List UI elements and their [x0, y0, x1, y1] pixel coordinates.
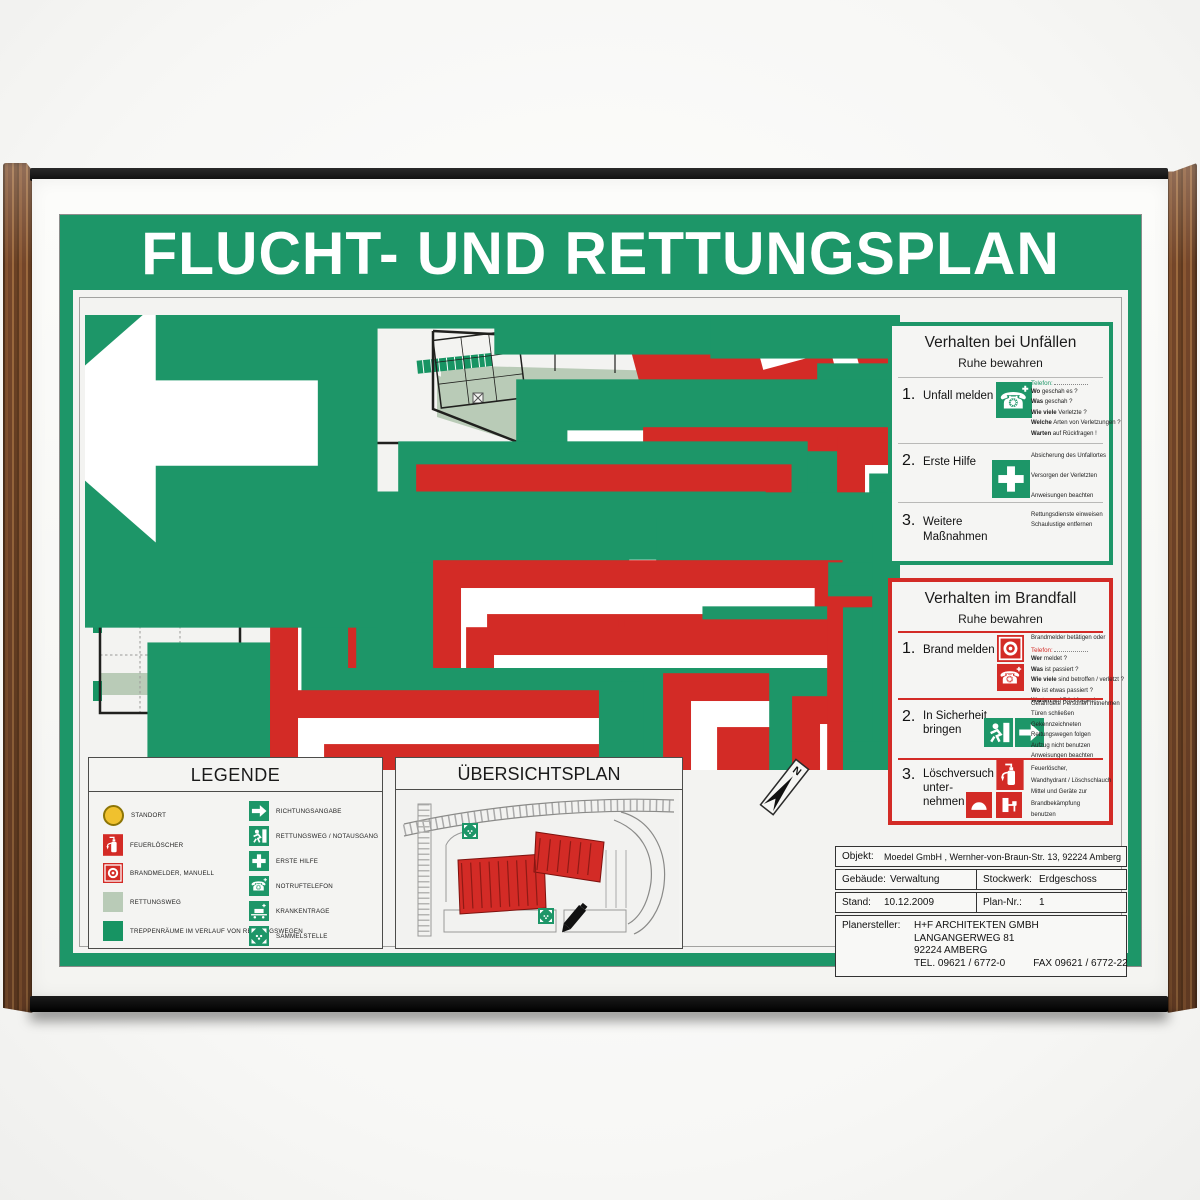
- stairwell-swatch: [103, 921, 123, 941]
- accident-box-subtitle: Ruhe bewahren: [958, 356, 1043, 370]
- info-row-objekt: Objekt: Moedel GmbH , Wernher-von-Braun-…: [835, 846, 1127, 867]
- escape-route-swatch: [103, 892, 123, 912]
- direction-arrow-icon: [249, 801, 269, 821]
- extinguisher-icon: [996, 760, 1024, 790]
- overview-plan-box: ÜBERSICHTSPLAN: [395, 757, 683, 949]
- info-row-gebaeude: Gebäude: Verwaltung Stockwerk: Erdgescho…: [835, 869, 1127, 890]
- first-aid-icon: [249, 851, 269, 871]
- info-row-stand: Stand: 10.12.2009 Plan-Nr.: 1: [835, 892, 1127, 913]
- info-row-planersteller: Planersteller: H+F ARCHITEKTEN GMBH LANG…: [835, 915, 1128, 977]
- emergency-phone-icon: [249, 876, 269, 896]
- accident-box-title: Verhalten bei Unfällen: [924, 334, 1077, 351]
- accident-behavior-box: Verhalten bei Unfällen Ruhe bewahren 1. …: [888, 322, 1121, 565]
- hydrant-icon: [996, 792, 1022, 818]
- emergency-phone-icon: [996, 382, 1032, 418]
- legend-item: SAMMELSTELLE: [249, 926, 328, 946]
- exit-man-icon: [249, 826, 269, 846]
- fire-phone-icon: [997, 664, 1024, 691]
- legend-item: KRANKENTRAGE: [249, 901, 330, 921]
- extinguisher-icon: [103, 834, 123, 856]
- site-map: [396, 790, 679, 945]
- fire-box-title: Verhalten im Brandfall: [924, 590, 1077, 607]
- overview-title: ÜBERSICHTSPLAN: [396, 758, 682, 790]
- standort-icon: [103, 805, 124, 826]
- first-aid-icon: [992, 460, 1030, 498]
- legend-item: TREPPENRÄUME IM VERLAUF VON RETTUNGSWEGE…: [103, 921, 303, 941]
- assembly-point-icon: [249, 926, 269, 946]
- fire-alarm-icon: [997, 635, 1024, 662]
- fire-alarm-icon: [103, 863, 123, 883]
- legend-title: LEGENDE: [89, 758, 382, 792]
- legend-item: NOTRUFTELEFON: [249, 876, 333, 896]
- frame-bottom-rail: [30, 996, 1168, 1012]
- legend-item: BRANDMELDER, MANUELL: [103, 863, 214, 883]
- plan-title: FLUCHT- UND RETTUNGSPLAN: [141, 220, 1060, 287]
- north-arrow: N: [759, 758, 810, 816]
- legend-item: RETTUNGSWEG / NOTAUSGANG: [249, 826, 378, 846]
- legend-box: LEGENDE STANDORT FEUERLÖSCHER BRANDMELDE…: [88, 757, 383, 949]
- wood-rail-right: [1167, 163, 1197, 1013]
- info-table: Objekt: Moedel GmbH , Wernher-von-Braun-…: [835, 846, 1128, 979]
- pen-symbol: [561, 902, 588, 933]
- exit-man-icon: [984, 718, 1013, 747]
- legend-item: RICHTUNGSANGABE: [249, 801, 342, 821]
- fire-behavior-box: Verhalten im Brandfall Ruhe bewahren 1. …: [888, 578, 1124, 825]
- stretcher-icon: [249, 901, 269, 921]
- frame-top-rail: [30, 168, 1168, 181]
- fire-blanket-icon: [966, 792, 992, 818]
- legend-item: ERSTE HILFE: [249, 851, 318, 871]
- fire-box-subtitle: Ruhe bewahren: [958, 612, 1043, 626]
- wood-rail-left: [3, 163, 33, 1013]
- legend-item: STANDORT: [103, 805, 166, 826]
- legend-item: FEUERLÖSCHER: [103, 834, 183, 856]
- legend-item: RETTUNGSWEG: [103, 892, 181, 912]
- floor-plan: [85, 315, 900, 770]
- escape-plan-sheet: FLUCHT- UND RETTUNGSPLAN: [59, 214, 1142, 977]
